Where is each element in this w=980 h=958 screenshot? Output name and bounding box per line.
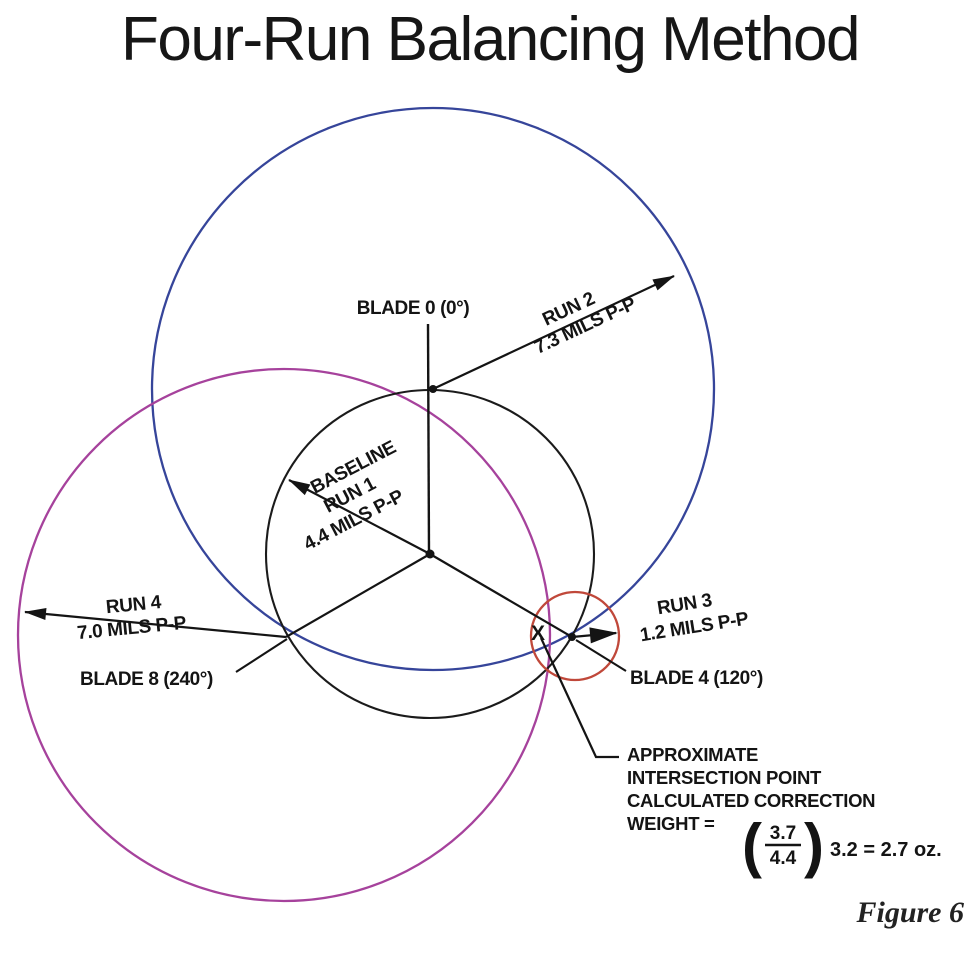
annotation-line1: APPROXIMATE — [627, 744, 758, 765]
baseline-run1-arrow — [288, 479, 431, 555]
annotation-line2: INTERSECTION POINT — [627, 767, 822, 788]
correction-formula: ( 3.7 4.4 ) 3.2 = 2.7 oz. — [742, 812, 942, 879]
blade8-label: BLADE 8 (240°) — [80, 669, 213, 690]
run4-label: RUN 4 7.0 MILS P-P — [76, 592, 187, 644]
annotation-line4: WEIGHT = — [627, 813, 715, 834]
run2-arrow — [432, 275, 675, 390]
intersection-x-marker: X — [531, 622, 545, 645]
blade4-leader-line — [575, 639, 627, 672]
run3-intersection-circle — [529, 590, 621, 682]
correction-annotation: APPROXIMATE INTERSECTION POINT CALCULATE… — [627, 744, 942, 879]
intersection-leader-line — [540, 637, 619, 759]
run3-arrow — [571, 627, 618, 644]
figure-caption: Figure 6 — [856, 896, 964, 929]
hub-center-dot — [425, 549, 435, 559]
blade0-point-dot — [429, 385, 437, 393]
formula-numerator: 3.7 — [770, 823, 796, 844]
blade4-point-dot — [568, 633, 576, 641]
run4-label-name: RUN 4 — [105, 592, 163, 618]
run3-label: RUN 3 1.2 MILS P-P — [639, 590, 751, 646]
formula-close-paren: ) — [804, 812, 824, 879]
run4-arrow — [24, 608, 287, 639]
blade8-leader-line — [235, 638, 288, 673]
blade4-label: BLADE 4 (120°) — [630, 668, 763, 689]
run2-circle — [150, 106, 716, 672]
formula-denominator: 4.4 — [770, 848, 797, 869]
run4-circle — [16, 367, 552, 903]
blade4-arm-line — [429, 553, 573, 638]
run2-label: RUN 2 7.3 MILS P-P — [531, 288, 640, 358]
formula-open-paren: ( — [742, 812, 762, 879]
blade0-label: BLADE 0 (0°) — [357, 298, 470, 319]
blade8-arm-line — [285, 553, 431, 638]
formula-result: 3.2 = 2.7 oz. — [830, 839, 942, 861]
run3-label-value: 1.2 MILS P-P — [639, 608, 751, 646]
annotation-line3: CALCULATED CORRECTION — [627, 790, 875, 811]
blade0-axis-line — [426, 323, 431, 555]
page-title: Four-Run Balancing Method — [121, 5, 860, 74]
